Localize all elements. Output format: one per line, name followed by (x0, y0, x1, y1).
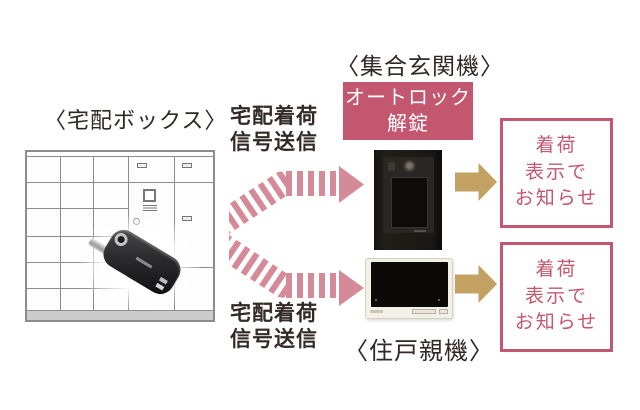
locker-grid-line (27, 208, 128, 209)
entrance-machine-label: 〈集合玄関機〉 (336, 54, 504, 79)
key-fob-button (158, 276, 168, 285)
entrance-panel-camera (403, 160, 416, 173)
notify-box-top: 着荷 表示で お知らせ (500, 118, 613, 228)
key-fob-body (98, 224, 186, 300)
locker-top-strip (27, 152, 213, 157)
key-fob-button (155, 282, 165, 291)
entrance-panel-indicator (388, 162, 395, 171)
striped-arrow-top (229, 166, 364, 234)
locker-control-display (143, 189, 156, 202)
locker-grid-line (60, 157, 61, 310)
locker-door-handle (137, 163, 147, 168)
locker-grid-line (27, 236, 128, 237)
monitor-led (438, 299, 440, 301)
autolock-badge: オートロック 解錠 (343, 82, 473, 140)
monitor-screen (371, 262, 448, 307)
delivery-box-label: 〈宅配ボックス〉 (44, 108, 228, 133)
gold-arrow-top (455, 163, 497, 201)
striped-arrow-bottom (229, 235, 364, 306)
monitor-buttons (412, 309, 436, 314)
locker-door-handle (182, 163, 192, 168)
intercom-monitor-image (365, 258, 453, 319)
locker-grid-line (27, 262, 128, 263)
key-fob-image (80, 215, 200, 310)
residence-unit-label: 〈住戸親機〉 (344, 339, 494, 365)
monitor-button (439, 309, 448, 314)
signal-label-bottom: 宅配着荷 信号送信 (230, 301, 318, 351)
locker-base (27, 310, 213, 320)
monitor-led (375, 299, 377, 301)
gold-arrow-bottom (455, 265, 497, 303)
locker-control-buttons (143, 205, 157, 211)
locker-grid-line (27, 182, 213, 183)
key-ring (112, 230, 131, 249)
locker-grid-line (27, 288, 128, 289)
signal-label-top: 宅配着荷 信号送信 (230, 104, 318, 154)
notify-box-bottom: 着荷 表示で お知らせ (500, 242, 613, 352)
entrance-panel-tag (414, 230, 426, 232)
entrance-panel-image (374, 150, 442, 250)
entrance-panel-screen (391, 177, 428, 228)
key-fob-logo (135, 256, 153, 269)
monitor-label-print (370, 310, 383, 313)
